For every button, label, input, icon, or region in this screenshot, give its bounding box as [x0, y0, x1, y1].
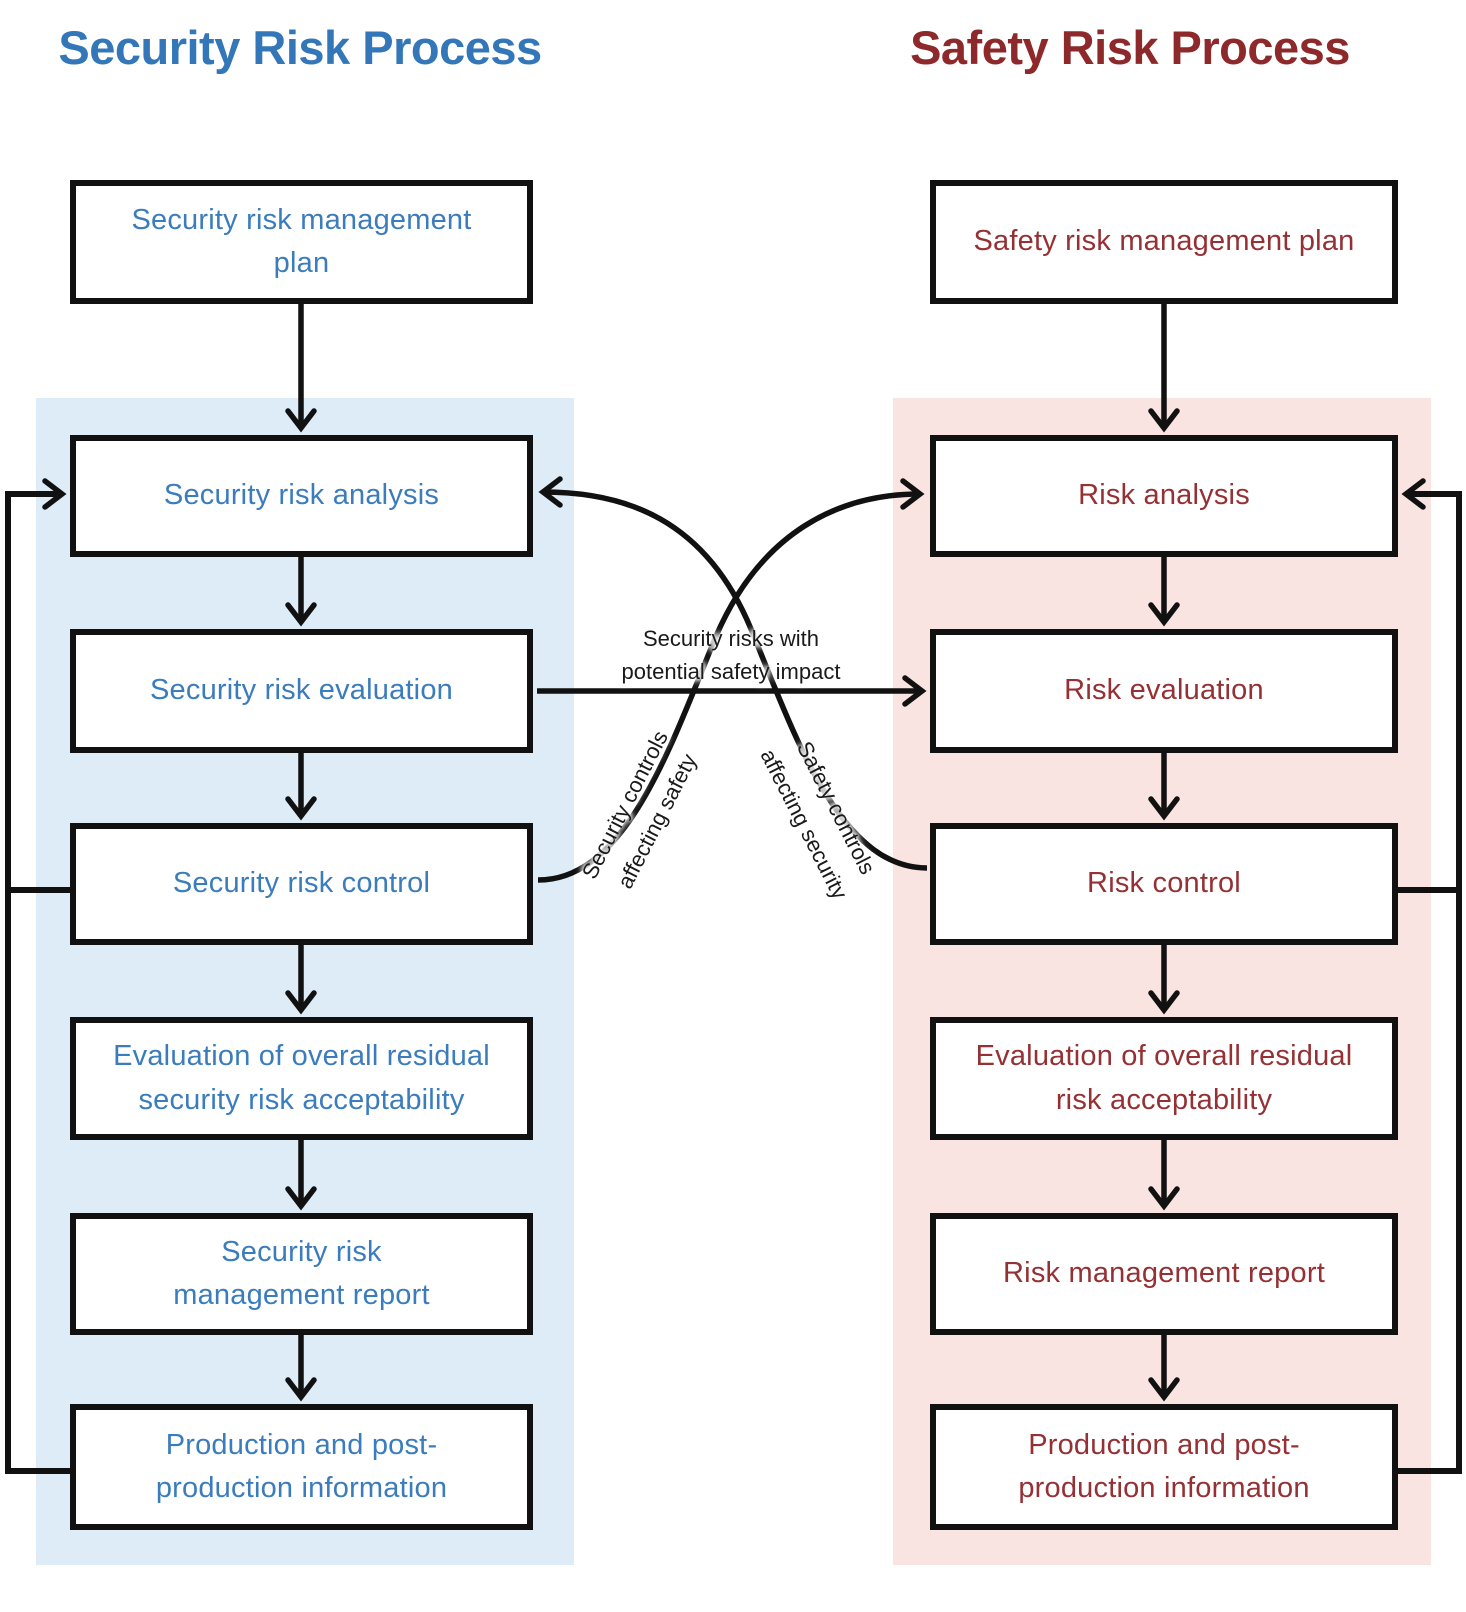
box-label: Production and post- production informat…	[1018, 1428, 1310, 1505]
box-safety-risk-control: Risk control	[930, 823, 1398, 945]
box-security-risk-analysis: Security risk analysis	[70, 435, 533, 557]
box-security-risk-control: Security risk control	[70, 823, 533, 945]
box-label: Security risk control	[172, 867, 431, 900]
box-security-risk-management-report: Security risk management report	[70, 1213, 533, 1335]
box-label: Evaluation of overall residual risk acce…	[975, 1040, 1353, 1116]
box-label: Security risk evaluation	[150, 674, 453, 707]
box-safety-risk-evaluation: Risk evaluation	[930, 629, 1398, 753]
box-security-risk-evaluation: Security risk evaluation	[70, 629, 533, 753]
box-security-risk-management-plan: Security risk management plan	[70, 180, 533, 304]
label-security-risks-with-safety-impact: Security risks with potential safety imp…	[621, 626, 841, 684]
box-label: Security risk management report	[173, 1235, 430, 1312]
box-safety-risk-management-plan: Safety risk management plan	[930, 180, 1398, 304]
feedback-safety-production-to-analysis	[1398, 478, 1462, 1474]
curve-security-controls-to-risk-analysis	[537, 478, 925, 883]
box-label: Risk analysis	[1078, 479, 1250, 512]
box-label: Security risk management plan	[131, 203, 472, 280]
box-label: Production and post- production informat…	[155, 1428, 448, 1505]
security-panel-background	[36, 398, 574, 1565]
safety-process-title: Safety Risk Process	[910, 21, 1350, 74]
box-label: Security risk analysis	[163, 479, 440, 512]
feedback-security-production-to-analysis	[5, 478, 70, 1474]
box-safety-residual-risk-acceptability: Evaluation of overall residual risk acce…	[930, 1017, 1398, 1140]
security-process-title: Security Risk Process	[58, 21, 542, 74]
box-safety-risk-analysis: Risk analysis	[930, 435, 1398, 557]
box-safety-production-information: Production and post- production informat…	[930, 1404, 1398, 1530]
box-label: Risk evaluation	[1064, 674, 1264, 707]
box-label: Safety risk management plan	[973, 225, 1355, 258]
box-label: Risk control	[1087, 867, 1241, 900]
box-security-residual-risk-acceptability: Evaluation of overall residual security …	[70, 1017, 533, 1140]
box-security-production-information: Production and post- production informat…	[70, 1404, 533, 1530]
box-label: Evaluation of overall residual security …	[113, 1040, 490, 1116]
box-label: Risk management report	[1003, 1257, 1325, 1290]
curve-safety-controls-to-security-analysis	[538, 476, 928, 871]
box-safety-risk-management-report: Risk management report	[930, 1213, 1398, 1335]
